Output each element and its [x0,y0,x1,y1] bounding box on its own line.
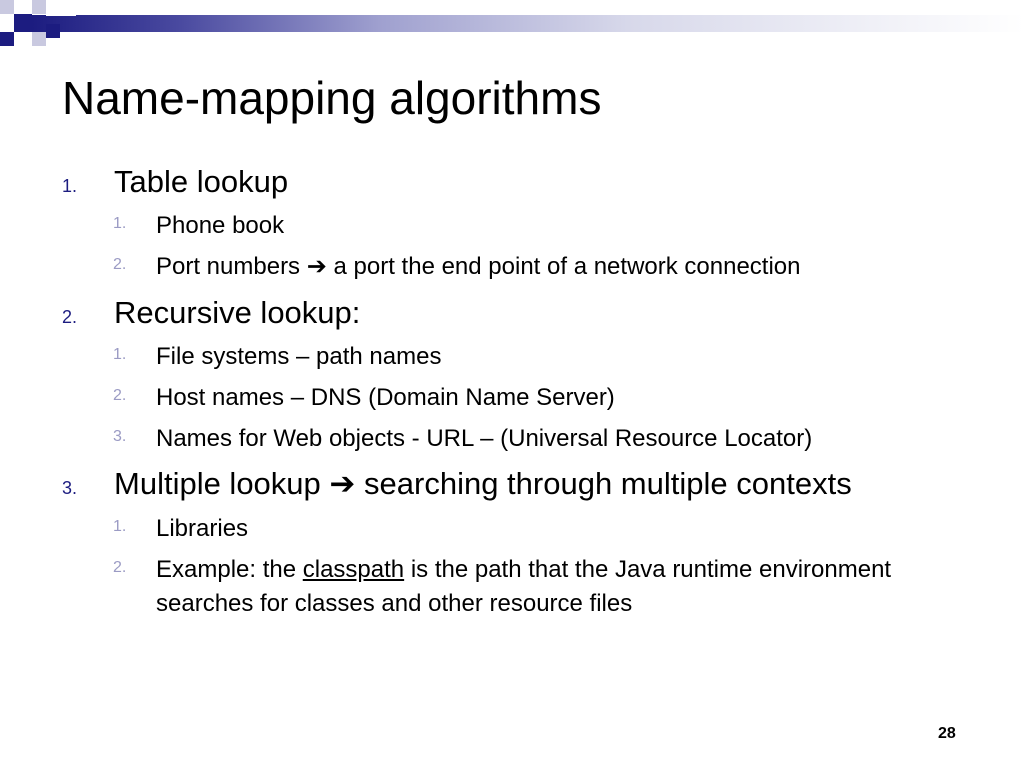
sub-list-item-number: 3. [113,428,127,445]
list-item-text: Recursive lookup: [114,295,361,330]
right-arrow-icon: ➔ [306,253,327,280]
list-item-text: Table lookup [114,164,289,199]
sub-list-item: 1. Phone book [0,209,1024,245]
classpath-link[interactable]: classpath [302,556,405,583]
sub-list-item-text: Libraries [156,515,249,542]
right-arrow-icon: ➔ [329,466,356,501]
list-item-text: Multiple lookup ➔ searching through mult… [114,466,852,501]
sub-list-item-text: Names for Web objects - URL – (Universal… [156,425,813,452]
header-gradient-bar [32,15,1024,32]
header-decoration [0,0,1024,46]
decor-square [32,32,46,46]
sub-list-item-number: 1. [113,518,127,535]
sub-list-item-text: File systems – path names [156,343,442,370]
list-item-number: 1. [62,176,78,196]
list-item-number: 3. [62,478,78,498]
decor-square [32,0,46,14]
sub-list-item-text: Host names – DNS (Domain Name Server) [156,384,615,411]
slide-title: Name-mapping algorithms [62,72,602,124]
sub-list-item-number: 2. [113,387,127,404]
sub-list-item: 1. Libraries [0,512,1024,548]
slide-number: 28 [938,725,956,742]
decor-square [0,32,14,46]
sub-list-item-number: 1. [113,346,127,363]
sub-list-item-number: 2. [113,256,127,273]
sub-list-item-number: 2. [113,559,127,576]
sub-list-item-number: 1. [113,215,127,232]
sub-list-item: 2. Host names – DNS (Domain Name Server) [0,381,1024,417]
sub-list-item: 1. File systems – path names [0,340,1024,376]
sub-list-item: 2. Port numbers ➔ a port the end point o… [0,250,1024,286]
sub-list-item-text: Example: the classpath is the path that … [156,556,892,617]
decor-square [14,14,32,32]
list-item: 3. Multiple lookup ➔ searching through m… [0,466,1024,506]
sub-list-item: 3. Names for Web objects - URL – (Univer… [0,422,1024,458]
sub-list-item-text: Port numbers ➔ a port the end point of a… [156,253,801,280]
decor-square [0,0,14,14]
list-item: 1. Table lookup [0,164,1024,204]
list-item: 2. Recursive lookup: [0,295,1024,335]
decor-square [46,24,60,38]
sub-list-item-text: Phone book [156,212,285,239]
list-item-number: 2. [62,307,78,327]
sub-list-item: 2. Example: the classpath is the path th… [0,553,1024,625]
decor-square [46,0,76,16]
